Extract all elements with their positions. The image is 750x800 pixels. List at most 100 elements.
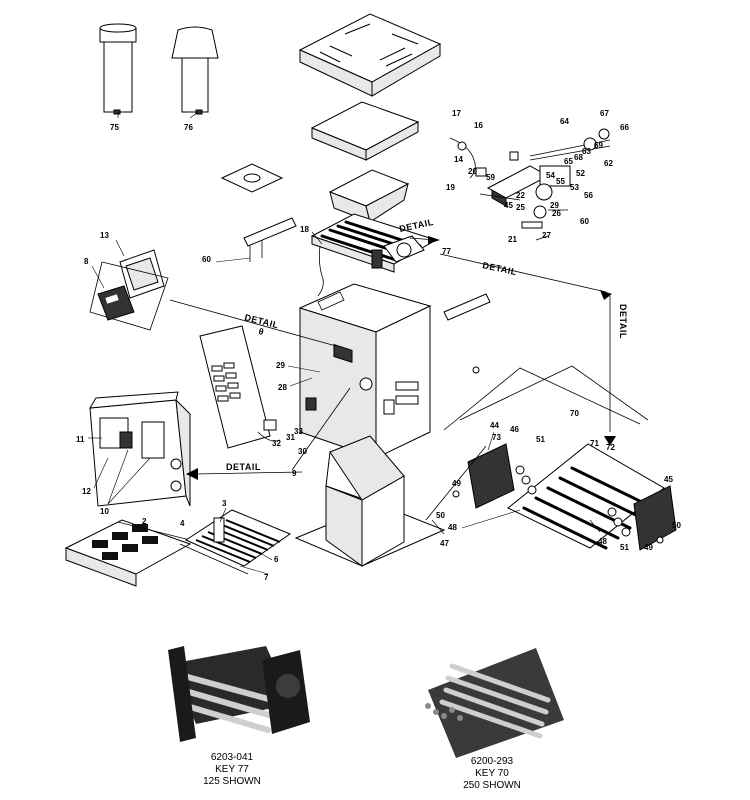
key-49a-label: 49 <box>452 479 461 488</box>
key-77-label: 77 <box>442 247 451 256</box>
key-12-label: 12 <box>82 487 91 496</box>
key-44-label: 44 <box>490 421 499 430</box>
top-cover <box>298 13 442 97</box>
part-76-vent-cap <box>171 26 219 115</box>
key-29b-label: 29 <box>276 361 285 370</box>
key-22-label: 22 <box>516 191 525 200</box>
key-51b-label: 51 <box>620 543 629 552</box>
key-53-label: 53 <box>570 183 579 192</box>
key-63-label: 63 <box>582 147 591 156</box>
heater-base <box>294 435 446 567</box>
caption-right-key: KEY 70 <box>475 768 509 779</box>
key-71-label: 71 <box>590 439 599 448</box>
key-32-label: 32 <box>272 439 281 448</box>
photo-heat-exchanger-6203-041 <box>168 646 310 742</box>
key-11-label: 11 <box>76 435 85 444</box>
detail-label-header: DETAIL <box>482 260 518 277</box>
heat-exchanger-top <box>310 213 438 297</box>
photo-header-6200-293 <box>425 648 564 758</box>
side-strip <box>443 293 491 374</box>
key-21-label: 21 <box>508 235 517 244</box>
detail-label-gas-valve: DETAIL <box>398 217 434 234</box>
key-46-label: 46 <box>510 425 519 434</box>
main-cabinet <box>298 283 432 459</box>
caption-left-shown: 125 SHOWN <box>203 776 261 787</box>
key-48a-label: 48 <box>448 523 457 532</box>
key-60b-label: 60 <box>202 255 211 264</box>
caption-right-shown: 250 SHOWN <box>463 780 521 791</box>
key-55-label: 55 <box>556 177 565 186</box>
key-2-label: 2 <box>142 517 147 526</box>
gasket <box>220 163 284 193</box>
detail-label-vertical: DETAIL <box>618 304 628 339</box>
key-19-label: 19 <box>446 183 455 192</box>
key-60a-label: 60 <box>580 217 589 226</box>
key-65-label: 65 <box>564 157 573 166</box>
key-72-label: 72 <box>606 443 615 452</box>
key-45a-label: 45 <box>504 201 513 210</box>
key-59-label: 59 <box>486 173 495 182</box>
key-25-label: 25 <box>516 203 525 212</box>
flue-collector <box>328 169 410 223</box>
key-67-label: 67 <box>600 109 609 118</box>
control-board-display <box>97 285 135 321</box>
key-30-label: 30 <box>298 447 307 456</box>
control-box <box>89 391 191 507</box>
header-assembly <box>452 443 677 551</box>
key-75-label: 75 <box>110 123 119 132</box>
key-45b-label: 45 <box>664 475 673 484</box>
caption-left-key: KEY 77 <box>215 764 249 775</box>
key-50a-label: 50 <box>436 511 445 520</box>
key-14-label: 14 <box>454 155 463 164</box>
key-31-label: 31 <box>286 433 295 442</box>
key-3-label: 3 <box>222 499 227 508</box>
key-48b-label: 48 <box>598 537 607 546</box>
key-13-label: 13 <box>100 231 109 240</box>
burner-tray <box>64 519 192 587</box>
key-54-label: 54 <box>546 171 555 180</box>
key-76-label: 76 <box>184 123 193 132</box>
caption-left: 6203-041 KEY 77 125 SHOWN <box>152 752 312 788</box>
key-26-label: 26 <box>552 209 561 218</box>
key-labels: 75 76 17 16 14 20 59 19 6 4 67 66 63 69 6… <box>76 109 681 582</box>
key-66-label: 66 <box>620 123 629 132</box>
control-bezel <box>89 249 169 331</box>
gas-valve-assembly <box>449 128 611 229</box>
key-33-label: 33 <box>294 427 303 436</box>
key-28-label: 28 <box>278 383 287 392</box>
key-29a-label: 29 <box>550 201 559 210</box>
key-62-label: 62 <box>604 159 613 168</box>
key-leaders <box>88 111 601 575</box>
leader-lines <box>169 193 649 521</box>
key-7-label: 7 <box>264 573 269 582</box>
burner-assembly <box>179 509 292 575</box>
key-49b-label: 49 <box>644 543 653 552</box>
key-68-label: 68 <box>574 153 583 162</box>
key-18-label: 18 <box>300 225 309 234</box>
key-73-label: 73 <box>492 433 501 442</box>
key-4-label: 4 <box>180 519 185 528</box>
detail-label-theta: θ <box>258 326 266 337</box>
caption-right: 6200-293 KEY 70 250 SHOWN <box>412 756 572 792</box>
key-20-label: 20 <box>468 167 477 176</box>
key-8a-label: 8 <box>84 257 89 266</box>
side-panel <box>199 325 281 449</box>
key-52-label: 52 <box>576 169 585 178</box>
key-47-label: 47 <box>440 539 449 548</box>
key-51a-label: 51 <box>536 435 545 444</box>
bracket <box>243 217 297 262</box>
key-9-label: 9 <box>292 469 297 478</box>
key-16-label: 16 <box>474 121 483 130</box>
top-panel <box>310 101 420 161</box>
caption-right-part-number: 6200-293 <box>470 756 514 767</box>
key-10-label: 10 <box>100 507 109 516</box>
key-69-label: 69 <box>594 141 603 150</box>
key-27-label: 27 <box>542 231 551 240</box>
key-50b-label: 50 <box>672 521 681 530</box>
key-56-label: 56 <box>584 191 593 200</box>
detail-label-control-box: DETAIL <box>226 462 261 472</box>
key-70-label: 70 <box>570 409 579 418</box>
key-6-label: 6 <box>274 555 279 564</box>
key-17-label: 17 <box>452 109 461 118</box>
